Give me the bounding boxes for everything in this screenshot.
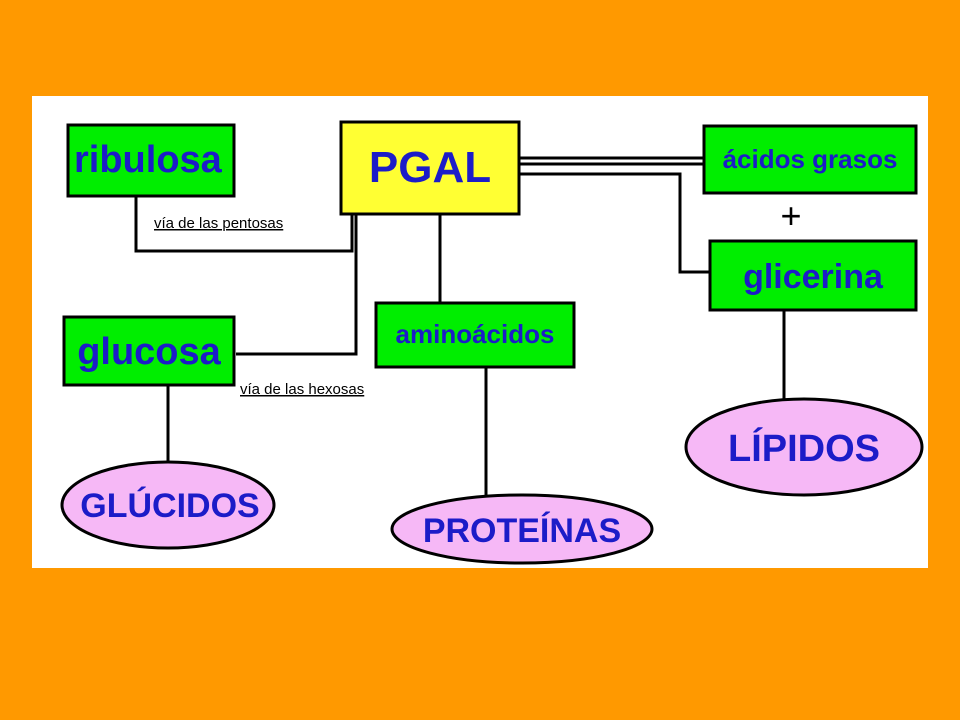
node-glicerina: glicerina [708,239,918,312]
node-aminoacidos-label: aminoácidos [396,319,555,349]
node-lipidos-label: LÍPIDOS [728,426,880,470]
node-ribulosa-label: ribulosa [74,139,223,181]
node-proteinas-label: PROTEÍNAS [423,512,621,550]
node-glucosa: glucosa [62,315,236,387]
label-via-hexosas: vía de las hexosas [240,381,364,398]
diagram-panel: vía de las pentosas vía de las hexosas +… [32,96,928,568]
node-proteinas: PROTEÍNAS [390,493,654,565]
line-pgal-glicerina [520,172,710,274]
plus-sign: + [780,195,801,236]
node-acidos-grasos: ácidos grasos [702,124,918,195]
node-glucidos: GLÚCIDOS [60,460,276,550]
node-pgal-label: PGAL [369,143,491,192]
line-ribulosa-pgal [134,196,354,253]
node-aminoacidos: aminoácidos [374,301,576,369]
node-pgal: PGAL [339,120,521,216]
node-glicerina-label: glicerina [743,258,884,296]
line-glucosa-pgal [236,214,358,356]
node-glucosa-label: glucosa [77,331,221,373]
metabolism-diagram: vía de las pentosas vía de las hexosas +… [60,120,924,565]
node-lipidos: LÍPIDOS [684,397,924,497]
node-glucidos-label: GLÚCIDOS [80,487,259,525]
connectors [134,156,786,500]
label-via-pentosas: vía de las pentosas [154,215,283,232]
node-acidos-grasos-label: ácidos grasos [723,144,898,174]
node-ribulosa: ribulosa [66,123,236,198]
